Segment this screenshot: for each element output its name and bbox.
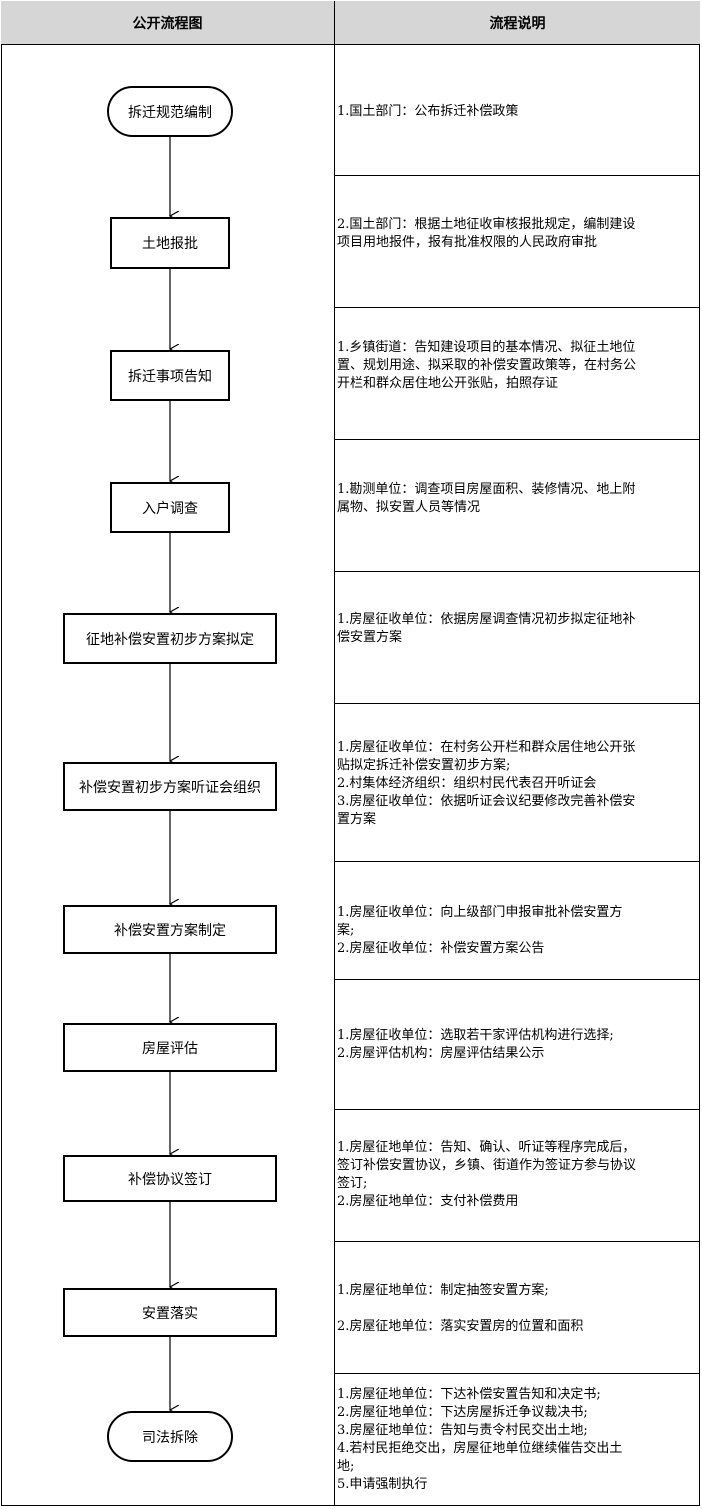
description-7: 1.房屋征收单位：向上级部门申报审批补偿安置方 案; 2.房屋征收单位：补偿安置… <box>337 905 623 956</box>
description-10: 1.房屋征地单位：制定抽签安置方案; 2.房屋征地单位：落实安置房的位置和面积 <box>337 1283 584 1334</box>
node-draft-plan: 征地补偿安置初步方案拟定 <box>63 613 277 664</box>
description-5: 1.房屋征收单位：依据房屋调查情况初步拟定征地补 偿安置方案 <box>337 612 636 645</box>
node-agreement: 补偿协议签订 <box>63 1155 277 1202</box>
node-appraisal: 房屋评估 <box>63 1023 277 1072</box>
node-hearing: 补偿安置初步方案听证会组织 <box>63 762 277 811</box>
row-divider <box>334 703 700 704</box>
node-survey: 入户调查 <box>110 482 230 533</box>
node-end: 司法拆除 <box>107 1411 233 1462</box>
node-start: 拆迁规范编制 <box>107 86 233 137</box>
row-divider <box>334 307 700 308</box>
node-notice: 拆迁事项告知 <box>110 350 230 401</box>
row-divider <box>334 979 700 980</box>
row-divider <box>334 571 700 572</box>
column-divider <box>334 1 335 1506</box>
row-divider <box>334 861 700 862</box>
row-divider <box>334 1109 700 1110</box>
header-description: 流程说明 <box>335 1 700 44</box>
description-8: 1.房屋征收单位：选取若干家评估机构进行选择; 2.房屋评估机构：房屋评估结果公… <box>337 1028 614 1061</box>
row-divider <box>334 1241 700 1242</box>
header-flowchart: 公开流程图 <box>1 1 334 44</box>
header-divider <box>1 44 700 45</box>
row-divider <box>334 1373 700 1374</box>
row-divider <box>334 175 700 176</box>
description-2: 2.国土部门：根据土地征收审核报批规定，编制建设 项目用地报件，报有批准权限的人… <box>337 217 636 250</box>
description-6: 1.房屋征收单位：在村务公开栏和群众居住地公开张 贴拟定拆迁补偿安置初步方案; … <box>337 740 636 827</box>
description-9: 1.房屋征地单位：告知、确认、听证等程序完成后， 签订补偿安置协议，乡镇、街道作… <box>337 1140 637 1209</box>
node-land-approval: 土地报批 <box>110 217 230 269</box>
node-resettlement: 安置落实 <box>63 1288 277 1337</box>
description-3: 1.乡镇街道：告知建设项目的基本情况、拟征土地位 置、规划用途、拟采取的补偿安置… <box>337 340 637 391</box>
description-4: 1.勘测单位：调查项目房屋面积、装修情况、地上附 属物、拟安置人员等情况 <box>337 482 636 515</box>
description-11: 1.房屋征地单位：下达补偿安置告知和决定书; 2.房屋征地单位：下达房屋拆迁争议… <box>337 1387 623 1492</box>
node-plan-finalize: 补偿安置方案制定 <box>63 905 277 954</box>
description-1: 1.国土部门：公布拆迁补偿政策 <box>337 104 519 119</box>
row-divider <box>334 439 700 440</box>
